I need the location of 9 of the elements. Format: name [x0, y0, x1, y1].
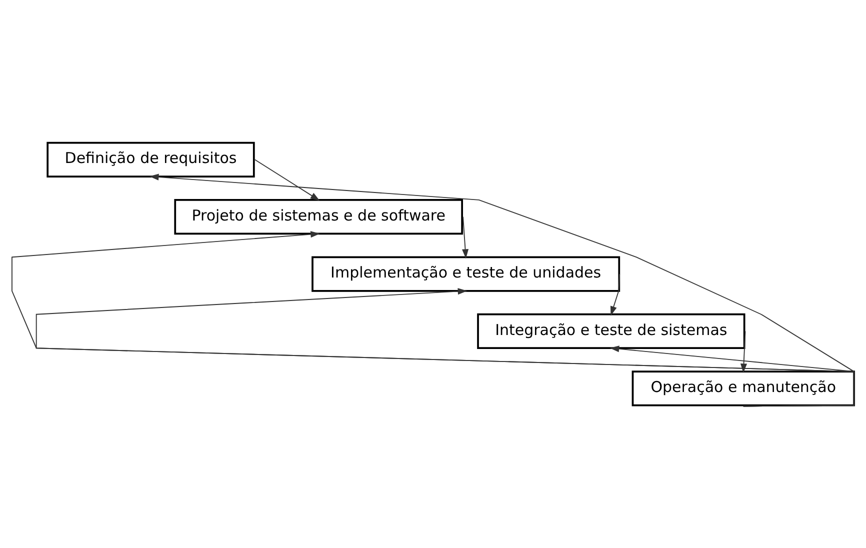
node-box: Operação e manutenção — [632, 370, 855, 406]
arrow — [254, 158, 320, 200]
arrow — [462, 216, 469, 258]
node-box: Projeto de sistemas e de software — [174, 198, 463, 234]
arrow — [740, 330, 748, 372]
arrow — [610, 273, 620, 316]
node-box: Implementação e teste de unidades — [312, 256, 620, 292]
node-box: Integração e teste de sistemas — [477, 312, 746, 349]
node-box: Definição de requisitos — [46, 141, 255, 177]
